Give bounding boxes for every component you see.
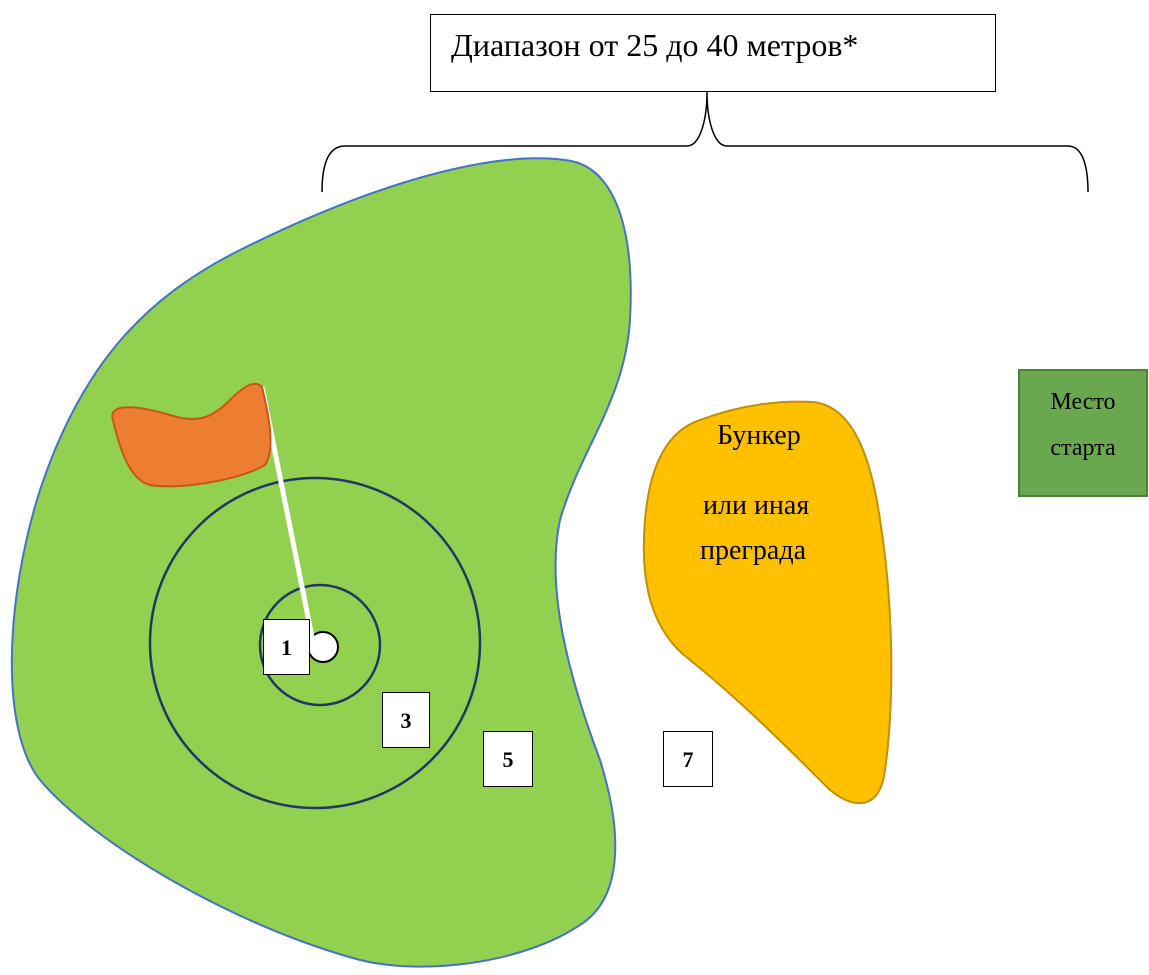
flag <box>111 382 272 488</box>
marker-5: 5 <box>483 731 533 787</box>
range-label-box: Диапазон от 25 до 40 метров* <box>430 14 996 92</box>
range-bracket <box>321 91 1089 193</box>
start-label-line1: Место <box>1050 389 1116 415</box>
bunker-label-line2: или иная <box>703 490 810 521</box>
outer-ring <box>148 476 482 810</box>
bunker-label-line3: преграда <box>700 535 806 566</box>
green-area <box>10 157 632 968</box>
bunker-label-line1: Бункер <box>717 420 801 451</box>
marker-3: 3 <box>382 692 430 748</box>
marker-7: 7 <box>663 731 713 787</box>
marker-1: 1 <box>263 619 310 675</box>
start-area: Место старта <box>1018 369 1148 497</box>
range-label: Диапазон от 25 до 40 метров* <box>451 27 859 63</box>
inner-ring <box>258 583 382 707</box>
start-label-line2: старта <box>1050 435 1116 461</box>
bunker-shape <box>642 400 893 805</box>
